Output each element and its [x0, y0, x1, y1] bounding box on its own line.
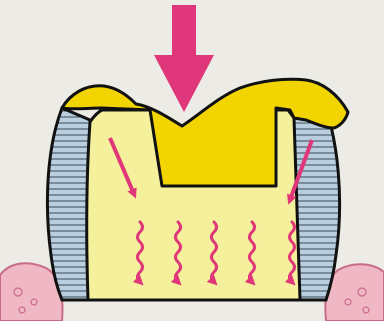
- enamel-right: [294, 104, 340, 300]
